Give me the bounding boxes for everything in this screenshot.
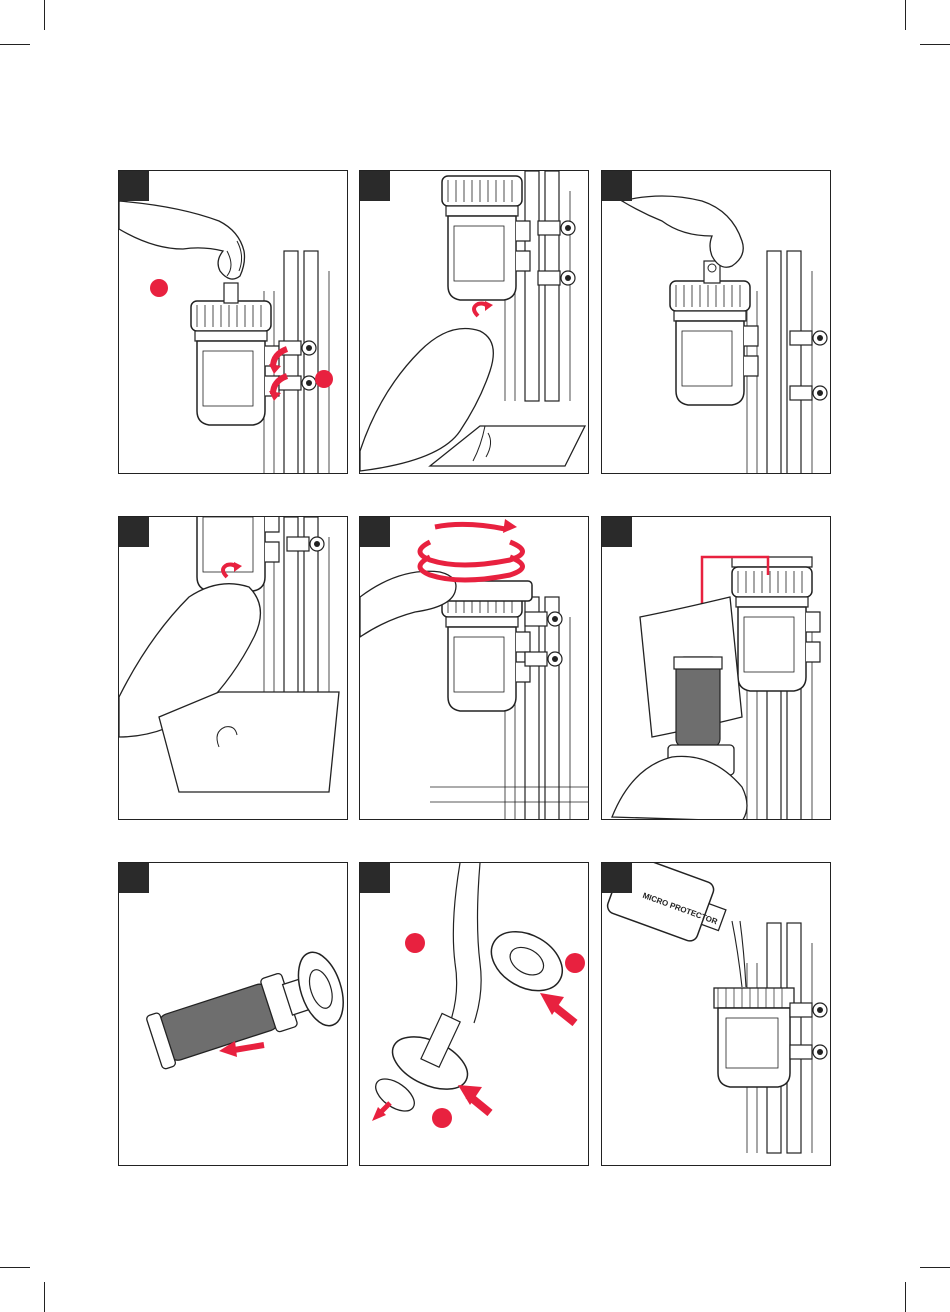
crop-mark <box>0 1267 30 1268</box>
step-number-tab <box>602 863 632 893</box>
crop-mark <box>0 44 30 45</box>
crop-mark <box>44 0 45 30</box>
step-panel-9: MICRO PROTECTOR <box>601 862 831 1166</box>
step-panel-8 <box>359 862 589 1166</box>
step-panel-1 <box>118 170 348 474</box>
step-number-tab <box>360 517 390 547</box>
step-panel-6 <box>601 516 831 820</box>
crop-mark <box>905 0 906 30</box>
step-number-tab <box>360 171 390 201</box>
step-number-tab <box>119 863 149 893</box>
crop-mark <box>920 1267 950 1268</box>
step-number-tab <box>602 517 632 547</box>
step-number-tab <box>119 171 149 201</box>
step-panel-7 <box>118 862 348 1166</box>
step-panel-3 <box>601 170 831 474</box>
step-number-tab <box>360 863 390 893</box>
crop-mark <box>44 1282 45 1312</box>
crop-mark <box>920 44 950 45</box>
step-number-tab <box>602 171 632 201</box>
step-number-tab <box>119 517 149 547</box>
step-panel-5 <box>359 516 589 820</box>
step-panel-2 <box>359 170 589 474</box>
step-panel-4 <box>118 516 348 820</box>
crop-mark <box>905 1282 906 1312</box>
